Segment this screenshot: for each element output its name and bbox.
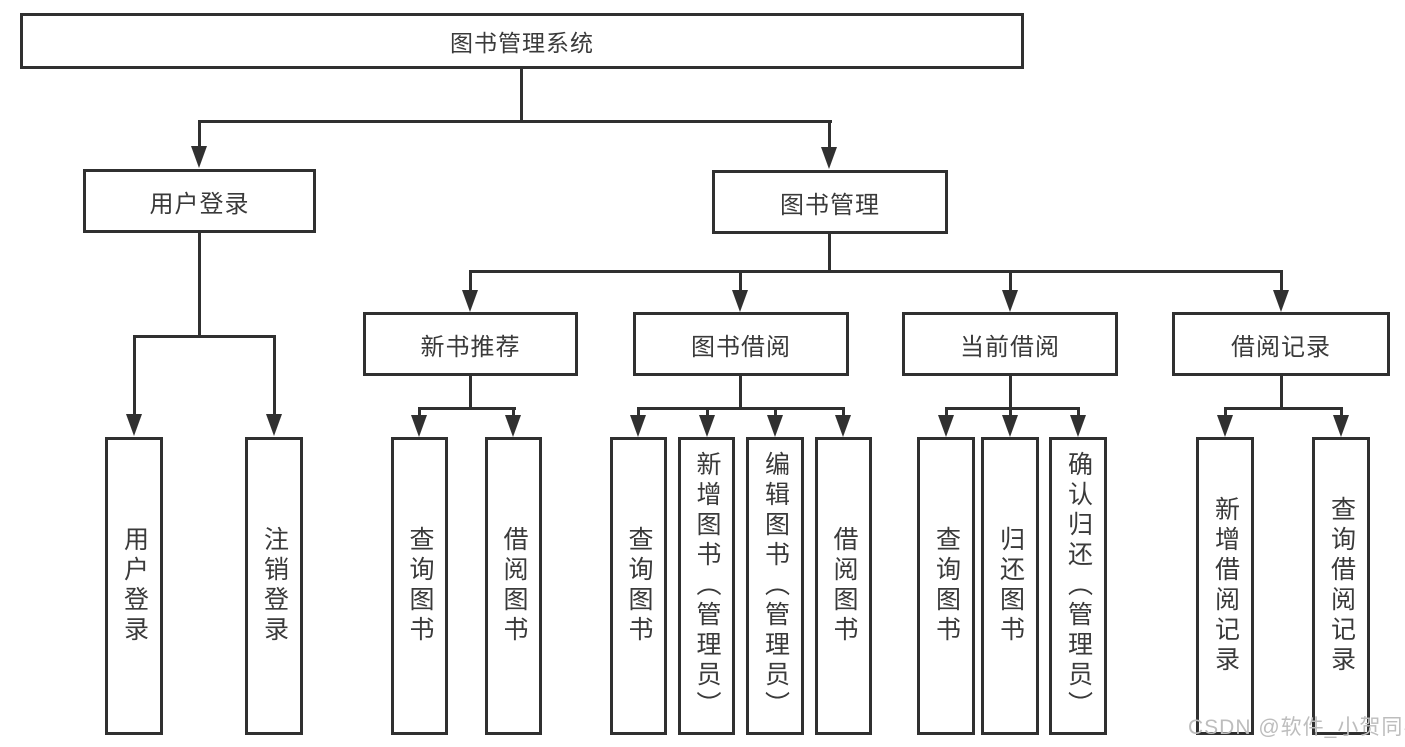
edge-line [198, 233, 201, 337]
node-book-borrow: 图书借阅 [633, 312, 849, 376]
edge-line [637, 407, 845, 410]
arrow-down-icon [126, 414, 142, 436]
node-root-library-system: 图书管理系统 [20, 13, 1024, 69]
leaf-confirm-return-admin: 确认归还（管理员） [1049, 437, 1107, 735]
node-label: 借阅记录 [1231, 333, 1331, 361]
edge-line [1340, 407, 1343, 417]
edge-line [1077, 407, 1080, 417]
node-label: 注销登录 [260, 526, 289, 646]
arrow-down-icon [1070, 415, 1086, 437]
arrow-down-icon [938, 415, 954, 437]
arrow-down-icon [1002, 290, 1018, 312]
arrow-down-icon [505, 415, 521, 437]
leaf-borrow-books-recommend: 借阅图书 [485, 437, 542, 735]
edge-line [198, 120, 201, 148]
node-label: 确认归还（管理员） [1064, 451, 1093, 721]
node-book-management: 图书管理 [712, 170, 948, 234]
edge-line [1280, 376, 1283, 410]
csdn-watermark: CSDN @软件_小贺同学 [1188, 716, 1405, 739]
edge-line [418, 407, 516, 410]
arrow-down-icon [1273, 290, 1289, 312]
edge-line [945, 407, 948, 417]
edge-line [198, 120, 832, 123]
arrow-down-icon [699, 415, 715, 437]
node-label: 编辑图书（管理员） [761, 451, 790, 721]
leaf-query-borrow-record: 查询借阅记录 [1312, 437, 1370, 735]
node-label: 查询借阅记录 [1327, 496, 1356, 676]
edge-line [418, 407, 421, 417]
edge-line [739, 270, 742, 292]
arrow-down-icon [821, 147, 837, 169]
edge-line [1224, 407, 1343, 410]
node-label: 新增图书（管理员） [693, 451, 721, 721]
node-label: 借阅图书 [830, 526, 858, 646]
edge-line [1009, 376, 1012, 410]
arrow-down-icon [630, 415, 646, 437]
edge-line [637, 407, 640, 417]
arrow-down-icon [462, 290, 478, 312]
edge-line [469, 270, 472, 292]
node-label: 查询图书 [932, 526, 961, 646]
arrow-down-icon [266, 414, 282, 436]
leaf-logout: 注销登录 [245, 437, 303, 735]
arrow-down-icon [1002, 415, 1018, 437]
edge-line [945, 407, 1080, 410]
arrow-down-icon [767, 415, 783, 437]
leaf-user-login: 用户登录 [105, 437, 163, 735]
leaf-query-books-recommend: 查询图书 [391, 437, 448, 735]
edge-line [1280, 270, 1283, 292]
leaf-query-books-current: 查询图书 [917, 437, 975, 735]
node-label: 查询图书 [625, 526, 653, 646]
leaf-add-books-admin: 新增图书（管理员） [678, 437, 735, 735]
node-label: 当前借阅 [960, 333, 1060, 361]
arrow-down-icon [1333, 415, 1349, 437]
leaf-borrow-books: 借阅图书 [815, 437, 872, 735]
edge-line [133, 335, 276, 338]
edge-line [774, 407, 777, 417]
arrow-down-icon [732, 290, 748, 312]
node-label: 新书推荐 [420, 333, 521, 361]
edge-line [828, 120, 831, 148]
node-label: 图书借阅 [691, 333, 791, 361]
edge-line [273, 335, 276, 415]
leaf-add-borrow-record: 新增借阅记录 [1196, 437, 1254, 735]
node-new-book-recommend: 新书推荐 [363, 312, 578, 376]
node-current-borrow: 当前借阅 [902, 312, 1118, 376]
node-label: 用户登录 [120, 526, 149, 646]
leaf-edit-books-admin: 编辑图书（管理员） [746, 437, 804, 735]
edge-line [133, 335, 136, 415]
edge-line [706, 407, 709, 417]
node-label: 归还图书 [996, 526, 1025, 646]
edge-line [512, 407, 515, 417]
node-user-login: 用户登录 [83, 169, 316, 233]
edge-line [828, 234, 831, 273]
arrow-down-icon [191, 146, 207, 168]
leaf-query-books-borrow: 查询图书 [610, 437, 667, 735]
node-label: 图书管理系统 [450, 30, 594, 56]
node-label: 图书管理 [780, 191, 880, 219]
arrow-down-icon [835, 415, 851, 437]
edge-line [520, 68, 523, 120]
node-borrow-records: 借阅记录 [1172, 312, 1390, 376]
edge-line [469, 270, 1283, 273]
edge-line [1009, 407, 1012, 417]
edge-line [842, 407, 845, 417]
node-label: 借阅图书 [500, 526, 528, 646]
node-label: 查询图书 [406, 526, 434, 646]
edge-line [1224, 407, 1227, 417]
arrow-down-icon [411, 415, 427, 437]
node-label: 用户登录 [149, 190, 250, 218]
edge-line [469, 376, 472, 410]
node-label: 新增借阅记录 [1211, 496, 1240, 676]
edge-line [1009, 270, 1012, 292]
edge-line [739, 376, 742, 410]
leaf-return-books: 归还图书 [981, 437, 1039, 735]
arrow-down-icon [1217, 415, 1233, 437]
